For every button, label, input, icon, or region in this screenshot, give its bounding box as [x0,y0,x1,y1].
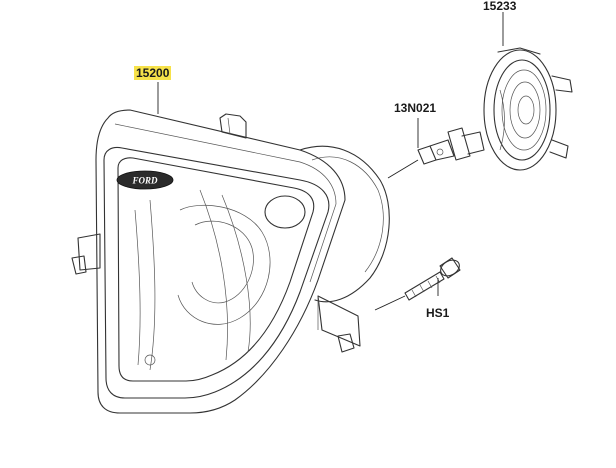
callout-hs1[interactable]: HS1 [426,306,450,320]
mounting-screw[interactable] [404,257,462,301]
leader-lines [157,12,504,311]
ford-logo-text: FORD [131,176,158,186]
callout-15200[interactable]: 15200 [134,66,172,80]
callout-15233[interactable]: 15233 [483,0,517,13]
ford-logo: FORD [116,170,174,190]
headlamp-bulb[interactable] [417,127,485,165]
socket-cover[interactable] [483,47,573,171]
headlamp-assembly[interactable] [71,109,390,414]
callout-13n021[interactable]: 13N021 [394,101,437,115]
